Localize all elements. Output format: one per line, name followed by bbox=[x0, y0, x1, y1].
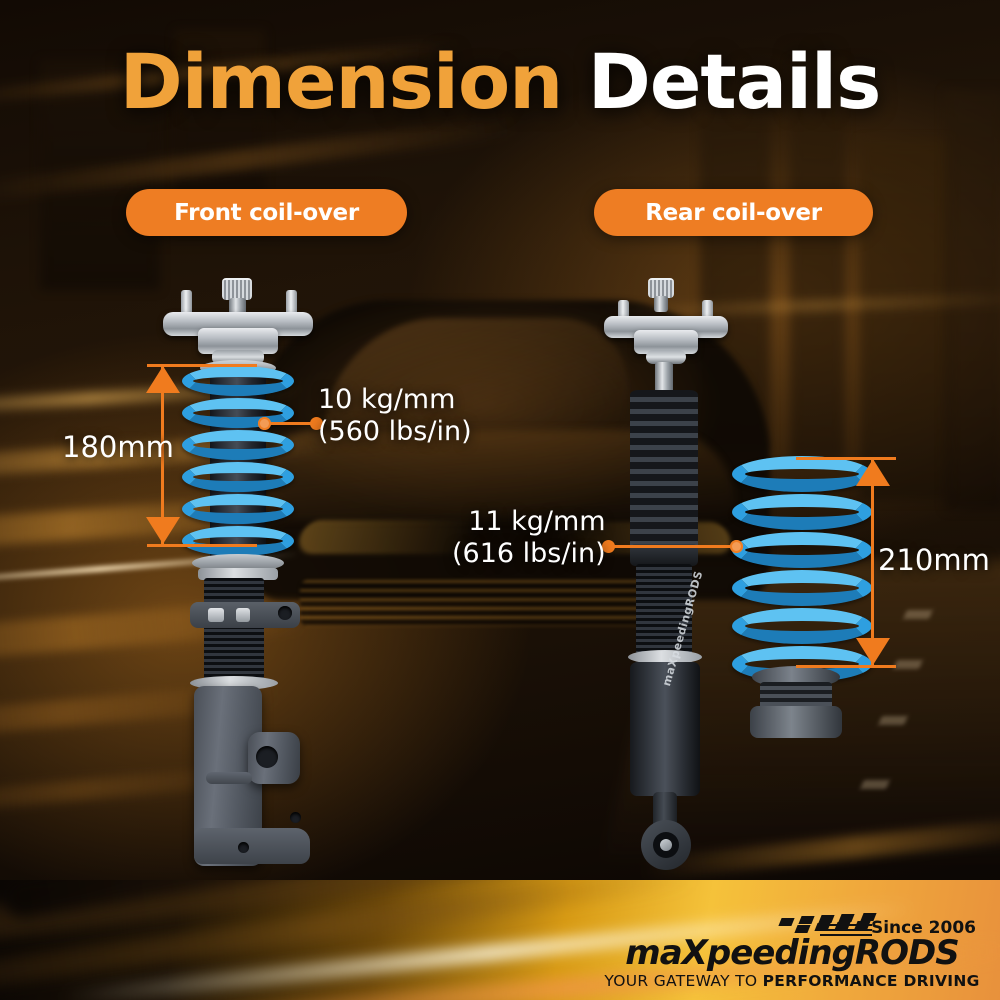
knuckle-tab bbox=[206, 772, 252, 784]
callout-rear-text: 11 kg/mm (616 lbs/in) bbox=[452, 506, 606, 570]
brand-logo: Since 2006 maXpeedingRODS YOUR GATEWAY T… bbox=[602, 913, 982, 990]
dimension-tick-bottom bbox=[147, 544, 257, 547]
bracket-hole bbox=[238, 842, 249, 853]
logo-text-part1: maX bbox=[625, 933, 708, 973]
callout-front-line1: 10 kg/mm bbox=[318, 384, 456, 415]
logo-text: maXpeedingRODS bbox=[625, 933, 960, 973]
lane-marking bbox=[860, 780, 890, 789]
tagline-bold: PERFORMANCE DRIVING bbox=[762, 972, 980, 990]
dimension-label-front: 180mm bbox=[62, 430, 174, 464]
callout-rear-line2: (616 lbs/in) bbox=[452, 537, 606, 569]
threaded-shock-body bbox=[204, 578, 264, 682]
dust-boot bbox=[630, 390, 698, 550]
mount-stud bbox=[702, 300, 713, 326]
spring-coil bbox=[182, 398, 294, 428]
mount-bearing bbox=[646, 350, 686, 364]
spring-coil bbox=[732, 532, 872, 568]
background-building bbox=[40, 60, 160, 290]
mount-stud bbox=[181, 290, 192, 316]
callout-leader-line bbox=[608, 545, 730, 548]
rear-spring-product bbox=[724, 450, 884, 740]
perch-base bbox=[750, 706, 842, 738]
background-car-grille bbox=[300, 580, 680, 626]
callout-anchor-dot bbox=[258, 417, 271, 430]
clamp-bolt bbox=[208, 608, 224, 622]
shock-damper-body bbox=[630, 662, 700, 796]
since-label: Since 2006 bbox=[870, 918, 976, 938]
spring-coil bbox=[182, 494, 294, 524]
shock-threaded-section bbox=[636, 564, 692, 654]
callout-rear-line1: 11 kg/mm bbox=[468, 506, 606, 537]
dimension-label-rear: 210mm bbox=[878, 543, 990, 577]
clamp-hole bbox=[278, 606, 292, 620]
mount-stud bbox=[286, 290, 297, 316]
badge-rear-coilover[interactable]: Rear coil-over bbox=[594, 189, 873, 236]
mount-stud bbox=[618, 300, 629, 326]
bracket-hole bbox=[290, 812, 301, 823]
arrow-down-icon bbox=[146, 517, 180, 544]
spring-coil bbox=[182, 366, 294, 396]
boot-collar bbox=[630, 544, 698, 566]
lane-marking bbox=[903, 610, 933, 619]
callout-end-dot bbox=[310, 417, 323, 430]
knuckle-bore bbox=[256, 746, 278, 768]
arrow-up-icon bbox=[146, 366, 180, 393]
dimension-line bbox=[161, 366, 164, 544]
front-coilover-product bbox=[150, 272, 360, 866]
eyelet-bushing bbox=[641, 820, 691, 870]
badge-front-coilover[interactable]: Front coil-over bbox=[126, 189, 407, 236]
callout-front-line2: (560 lbs/in) bbox=[318, 415, 472, 447]
damping-adjuster-knob bbox=[648, 278, 674, 298]
spring-coil bbox=[182, 462, 294, 492]
top-mount-hub bbox=[198, 328, 278, 354]
logo-text-part2: peeding bbox=[706, 933, 856, 973]
logo-wordmark-row: Since 2006 maXpeedingRODS bbox=[602, 913, 982, 973]
brand-tagline: YOUR GATEWAY TO PERFORMANCE DRIVING bbox=[602, 972, 982, 990]
adjuster-shaft bbox=[229, 298, 246, 316]
spring-coil bbox=[732, 570, 872, 606]
adjuster-shaft bbox=[654, 296, 668, 312]
shock-collar bbox=[628, 650, 702, 664]
background-building bbox=[790, 60, 845, 460]
logo-text-part3: RODS bbox=[854, 933, 960, 973]
badge-rear-label: Rear coil-over bbox=[645, 199, 822, 226]
lower-spring-seat bbox=[192, 554, 284, 572]
arrow-up-icon bbox=[856, 459, 890, 486]
callout-anchor-dot bbox=[730, 540, 743, 553]
spring-coil bbox=[182, 430, 294, 460]
bottom-bracket bbox=[194, 828, 310, 864]
spring-coil bbox=[732, 456, 872, 492]
dimension-line bbox=[871, 459, 874, 665]
callout-front-text: 10 kg/mm (560 lbs/in) bbox=[318, 384, 472, 448]
lane-marking bbox=[893, 660, 923, 669]
background-building bbox=[860, 140, 950, 500]
spring-coil bbox=[732, 608, 872, 644]
callout-leader-line bbox=[262, 422, 318, 425]
damping-adjuster-knob bbox=[222, 278, 252, 300]
page-title-word-secondary: Details bbox=[587, 37, 882, 126]
spring-coil bbox=[732, 494, 872, 530]
dimension-tick-top bbox=[796, 457, 896, 460]
piston-rod bbox=[655, 362, 673, 394]
rear-shock-product: maXpeedingRODS bbox=[596, 272, 736, 882]
background-building bbox=[945, 90, 1000, 510]
page-title: Dimension Details bbox=[0, 44, 1000, 120]
spring-coil bbox=[182, 526, 294, 556]
badge-front-label: Front coil-over bbox=[174, 199, 359, 226]
dimension-tick-top bbox=[147, 364, 257, 367]
arrow-down-icon bbox=[856, 638, 890, 665]
since-rule-lines bbox=[820, 924, 872, 939]
page-title-word-primary: Dimension bbox=[119, 37, 564, 126]
tagline-light: YOUR GATEWAY TO bbox=[604, 972, 763, 990]
clamp-bolt bbox=[236, 608, 250, 622]
callout-end-dot bbox=[602, 540, 615, 553]
footer-bar: Since 2006 maXpeedingRODS YOUR GATEWAY T… bbox=[0, 880, 1000, 1000]
adjuster-collar bbox=[198, 568, 278, 580]
dimension-tick-bottom bbox=[796, 665, 896, 668]
